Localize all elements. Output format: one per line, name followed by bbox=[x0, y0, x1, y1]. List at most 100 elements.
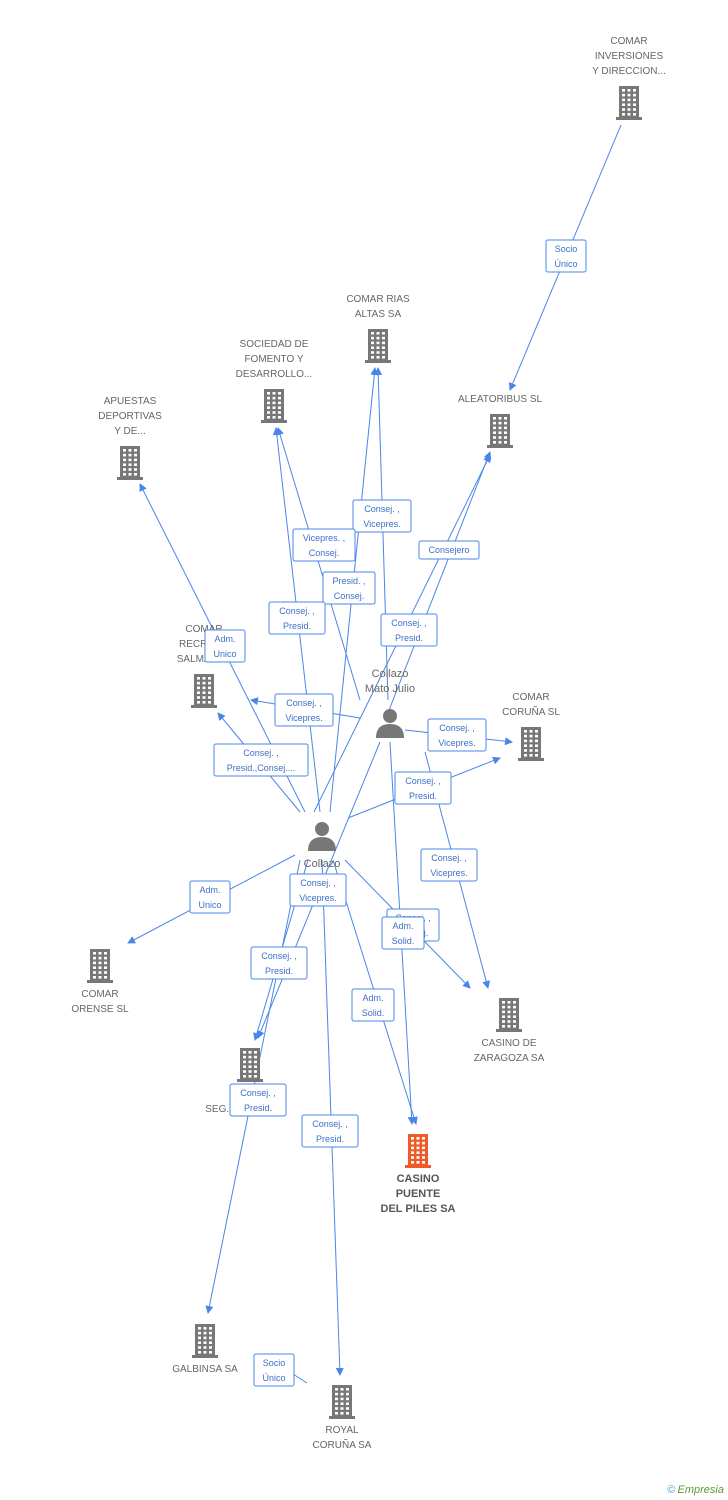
building-icon bbox=[117, 446, 143, 480]
company-label: APUESTAS bbox=[104, 396, 157, 407]
edge-label-e21[interactable]: Consej. , Presid. bbox=[301, 1114, 359, 1148]
building-icon bbox=[237, 1048, 263, 1082]
edge-label-text: Presid. bbox=[244, 1103, 272, 1113]
edge-label-e7[interactable]: Consej. , Presid. bbox=[380, 613, 438, 647]
company-node-comar-recreativos[interactable]: COMARRECREA...SALMANT... bbox=[177, 624, 231, 708]
edge-label-text: Vicepres. bbox=[363, 519, 400, 529]
company-node-aleatoribus[interactable]: ALEATORIBUS SL bbox=[458, 394, 543, 448]
company-label: SEG... bbox=[205, 1104, 234, 1115]
edge-label-e20[interactable]: Consej. ,Presid. bbox=[229, 1083, 287, 1117]
company-label: COMAR bbox=[81, 989, 118, 1000]
person-label: Mato Julio bbox=[365, 683, 415, 695]
edge-label-e9[interactable]: Consej. ,Vicepres. bbox=[274, 693, 334, 727]
building-icon bbox=[496, 998, 522, 1032]
edge-label-e3[interactable]: Consejero bbox=[418, 540, 480, 560]
person-icon bbox=[308, 822, 336, 851]
relation-edge bbox=[385, 451, 492, 719]
edge-label-text: Solid. bbox=[392, 936, 415, 946]
edge-label-text: Consej. , bbox=[312, 1119, 348, 1129]
building-icon bbox=[192, 1324, 218, 1358]
edge-label-text: Presid. bbox=[409, 791, 437, 801]
person-node-collazo[interactable]: Collazo bbox=[304, 822, 341, 870]
company-label: DEPORTIVAS bbox=[98, 411, 162, 422]
edge-label-e8[interactable]: Adm. Unico bbox=[204, 629, 246, 663]
company-label: SALMANT... bbox=[177, 654, 231, 665]
edge-label-text: Presid. bbox=[283, 621, 311, 631]
building-icon bbox=[487, 414, 513, 448]
company-node-galbinsa[interactable]: GALBINSA SA bbox=[172, 1324, 238, 1375]
edge-label-text: Consej. , bbox=[286, 698, 322, 708]
edge-label-text: Presid. bbox=[395, 633, 423, 643]
building-icon bbox=[87, 949, 113, 983]
edge-label-text: Consej. , bbox=[364, 504, 400, 514]
edge-label-text: Consej. , bbox=[279, 606, 315, 616]
edge-label-text: Consej. bbox=[334, 591, 365, 601]
edge-label-text: Unico bbox=[213, 649, 236, 659]
edge-label-e5[interactable]: Presid. , Consej. bbox=[322, 571, 376, 605]
company-label: GALBINSA SA bbox=[172, 1364, 238, 1375]
edge-label-e13[interactable]: Consej. ,Vicepres. bbox=[420, 848, 478, 882]
edge-label-text: Unico bbox=[198, 900, 221, 910]
edge-label-text: Vicepres. , bbox=[303, 533, 345, 543]
edge-label-text: Adm. bbox=[199, 885, 220, 895]
company-node-seg[interactable]: SEG... bbox=[205, 1048, 263, 1115]
company-label: CASINO bbox=[397, 1173, 440, 1185]
edge-label-e4[interactable]: Vicepres. ,Consej. bbox=[292, 528, 356, 562]
edge-label-text: Adm. bbox=[214, 634, 235, 644]
edge-label-e17[interactable]: Adm. Solid. bbox=[381, 916, 425, 950]
edge-label-e19[interactable]: Adm. Solid. bbox=[351, 988, 395, 1022]
edge-label-text: Consej. , bbox=[405, 776, 441, 786]
building-icon bbox=[616, 86, 642, 120]
edge-label-text: Consejero bbox=[428, 545, 469, 555]
edge-label-e18[interactable]: Consej. ,Presid. bbox=[250, 946, 308, 980]
edge-label-e14[interactable]: Adm. Unico bbox=[189, 880, 231, 914]
company-label: ALTAS SA bbox=[355, 309, 402, 320]
nodes-layer: COMAR INVERSIONES Y DIRECCION... COMAR RIAS… bbox=[71, 36, 665, 1451]
edge-label-text: Adm. bbox=[392, 921, 413, 931]
company-label: COMAR bbox=[512, 692, 549, 703]
edge-label-text: Solid. bbox=[362, 1008, 385, 1018]
relation-edge bbox=[374, 367, 389, 701]
building-icon bbox=[365, 329, 391, 363]
person-label: Collazo bbox=[304, 858, 341, 870]
edge-label-e6[interactable]: Consej. , Presid. bbox=[268, 601, 326, 635]
edge-label-e10[interactable]: Consej. ,Vicepres. bbox=[427, 718, 487, 752]
edge-label-text: Consej. , bbox=[391, 618, 427, 628]
company-node-casino-zaragoza[interactable]: CASINO DE ZARAGOZA SA bbox=[474, 998, 545, 1064]
edge-label-text: Presid. bbox=[316, 1134, 344, 1144]
edge-label-e12[interactable]: Consej. , Presid. bbox=[394, 771, 452, 805]
company-label: Y DIRECCION... bbox=[592, 66, 666, 77]
edge-label-e2[interactable]: Consej. , Vicepres. bbox=[352, 499, 412, 533]
edge-label-text: Único bbox=[262, 1373, 285, 1383]
edge-label-text: Adm. bbox=[362, 993, 383, 1003]
company-label: INVERSIONES bbox=[595, 51, 664, 62]
edge-label-text: Socio bbox=[263, 1358, 286, 1368]
company-label: ZARAGOZA SA bbox=[474, 1053, 545, 1064]
copyright-icon: © bbox=[667, 1484, 676, 1496]
building-icon bbox=[261, 389, 287, 423]
empresia-watermark[interactable]: ©Empresia bbox=[667, 1484, 724, 1496]
edge-label-text: Único bbox=[554, 259, 577, 269]
edge-label-text: Consej. , bbox=[243, 748, 279, 758]
edge-label-e11[interactable]: Consej. , Presid.,Consej.... bbox=[213, 743, 309, 777]
building-icon bbox=[518, 727, 544, 761]
company-label: CORUÑA SA bbox=[313, 1438, 372, 1451]
edge-label-text: Presid.,Consej.... bbox=[227, 763, 296, 773]
edge-label-e15[interactable]: Consej. ,Vicepres. bbox=[289, 873, 347, 907]
company-label: CASINO DE bbox=[481, 1038, 536, 1049]
edge-label-text: Presid. , bbox=[332, 576, 365, 586]
edge-label-text: Vicepres. bbox=[299, 893, 336, 903]
